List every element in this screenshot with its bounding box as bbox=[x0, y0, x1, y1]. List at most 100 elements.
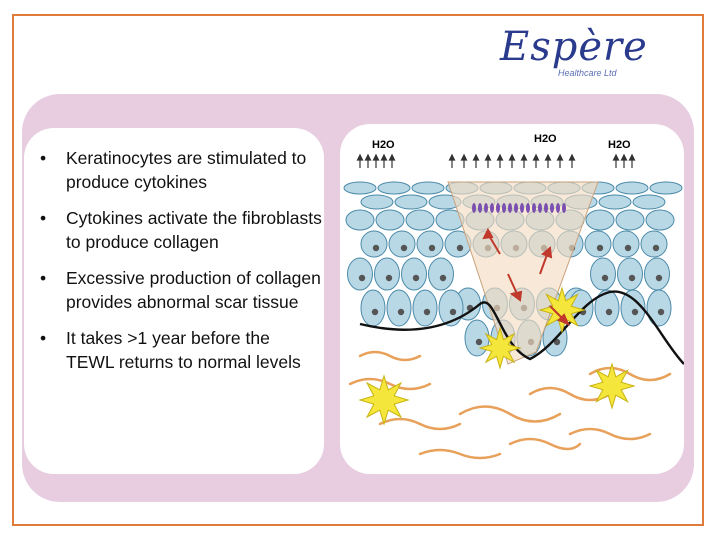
keratinocyte-cell bbox=[632, 194, 666, 210]
basement-membrane bbox=[359, 290, 684, 365]
cytokine-mark bbox=[508, 203, 512, 213]
cell-nucleus bbox=[439, 274, 447, 282]
cell-nucleus bbox=[412, 274, 420, 282]
bullet-box: • Keratinocytes are stimulated to produce… bbox=[24, 128, 324, 474]
cell-nucleus bbox=[449, 308, 457, 316]
keratinocyte-cell bbox=[347, 257, 373, 291]
keratinocyte-cell bbox=[644, 257, 670, 291]
up-arrow-icon bbox=[628, 153, 636, 161]
collagen-fibre bbox=[568, 427, 652, 441]
bullet-item: •Excessive production of collagen provid… bbox=[36, 266, 322, 314]
cell-nucleus bbox=[624, 244, 632, 252]
cytokine-mark bbox=[562, 203, 566, 213]
cell-nucleus bbox=[372, 244, 380, 252]
keratinocyte-cell bbox=[360, 230, 388, 258]
cell-nucleus bbox=[655, 274, 663, 282]
up-arrow-icon bbox=[620, 153, 628, 161]
keratinocyte-cell bbox=[416, 230, 444, 258]
bullet-text: It takes >1 year before the TEWL returns… bbox=[66, 328, 301, 372]
cell-nucleus bbox=[423, 308, 431, 316]
cell-nucleus bbox=[553, 338, 561, 346]
up-arrow-icon bbox=[484, 153, 492, 161]
cell-nucleus bbox=[657, 308, 665, 316]
bullet-text: Cytokines activate the fibroblasts to pr… bbox=[66, 208, 322, 252]
water-label: H2O bbox=[534, 133, 557, 145]
fibroblast-stars bbox=[358, 286, 636, 426]
cytokine-mark bbox=[550, 203, 554, 213]
cytokine-mark bbox=[496, 203, 500, 213]
keratinocyte-cell bbox=[598, 194, 632, 210]
keratinocyte-cell bbox=[594, 289, 620, 327]
keratinocyte-cell bbox=[360, 194, 394, 210]
collagen-fibre bbox=[588, 366, 672, 382]
up-arrow-icon bbox=[356, 153, 364, 161]
keratinocyte-cell bbox=[386, 289, 412, 327]
logo-brand: Espère bbox=[500, 24, 648, 70]
keratinocyte-cell bbox=[375, 209, 405, 231]
cytokine-mark bbox=[544, 203, 548, 213]
cytokine-mark bbox=[478, 203, 482, 213]
up-arrow-icon bbox=[472, 153, 480, 161]
keratinocyte-cell bbox=[412, 289, 438, 327]
collagen-fibres bbox=[348, 350, 672, 460]
keratinocyte-cell bbox=[615, 209, 645, 231]
keratinocyte-cell bbox=[438, 289, 464, 327]
up-arrow-icon bbox=[448, 153, 456, 161]
up-arrow-icon bbox=[388, 153, 396, 161]
keratinocyte-cell bbox=[649, 181, 683, 195]
cell-nucleus bbox=[456, 244, 464, 252]
keratinocyte-cell bbox=[394, 194, 428, 210]
cell-nucleus bbox=[400, 244, 408, 252]
slide-frame bbox=[12, 14, 704, 526]
bullet-dot-icon: • bbox=[40, 268, 47, 288]
water-label: H2O bbox=[372, 139, 395, 151]
keratinocyte-cell bbox=[646, 289, 672, 327]
cell-nucleus bbox=[397, 308, 405, 316]
cytokine-row bbox=[472, 203, 566, 213]
cytokine-mark bbox=[472, 203, 476, 213]
cytokine-mark bbox=[538, 203, 542, 213]
keratinocyte-cell bbox=[411, 181, 445, 195]
cytokine-mark bbox=[484, 203, 488, 213]
keratinocyte-cell bbox=[401, 257, 427, 291]
keratinocyte-cell bbox=[620, 289, 646, 327]
keratinocyte-cell bbox=[640, 230, 668, 258]
keratinocyte-cell bbox=[343, 181, 377, 195]
collagen-fibre bbox=[458, 405, 562, 423]
cytokine-mark bbox=[520, 203, 524, 213]
cell-nucleus bbox=[385, 274, 393, 282]
logo-subtitle: Healthcare Ltd bbox=[558, 68, 617, 78]
keratinocyte-cell bbox=[428, 257, 454, 291]
collagen-fibre bbox=[508, 437, 582, 451]
keratinocyte-cell bbox=[405, 209, 435, 231]
up-arrow-icon bbox=[520, 153, 528, 161]
cell-nucleus bbox=[475, 338, 483, 346]
cell-nucleus bbox=[371, 308, 379, 316]
bullet-item: •It takes >1 year before the TEWL return… bbox=[36, 326, 322, 374]
cell-nucleus bbox=[358, 274, 366, 282]
bullet-item: •Keratinocytes are stimulated to produce… bbox=[36, 146, 322, 194]
cytokine-mark bbox=[556, 203, 560, 213]
cytokine-mark bbox=[502, 203, 506, 213]
water-loss-arrows bbox=[356, 153, 636, 168]
bullet-text: Keratinocytes are stimulated to produce … bbox=[66, 148, 307, 192]
keratinocyte-cell bbox=[585, 209, 615, 231]
up-arrow-icon bbox=[508, 153, 516, 161]
up-arrow-icon bbox=[380, 153, 388, 161]
up-arrow-icon bbox=[496, 153, 504, 161]
cytokine-mark bbox=[490, 203, 494, 213]
up-arrow-icon bbox=[544, 153, 552, 161]
up-arrow-icon bbox=[532, 153, 540, 161]
up-arrow-icon bbox=[568, 153, 576, 161]
keratinocyte-cell bbox=[584, 230, 612, 258]
fibroblast-star-icon bbox=[588, 362, 636, 410]
cytokine-mark bbox=[526, 203, 530, 213]
cell-nucleus bbox=[596, 244, 604, 252]
skin-diagram: H2O H2O H2O bbox=[340, 124, 684, 474]
keratinocyte-cell bbox=[345, 209, 375, 231]
keratinocyte-cell bbox=[377, 181, 411, 195]
up-arrow-icon bbox=[556, 153, 564, 161]
bullet-item: •Cytokines activate the fibroblasts to p… bbox=[36, 206, 322, 254]
water-label: H2O bbox=[608, 139, 631, 151]
keratinocyte-cell bbox=[615, 181, 649, 195]
